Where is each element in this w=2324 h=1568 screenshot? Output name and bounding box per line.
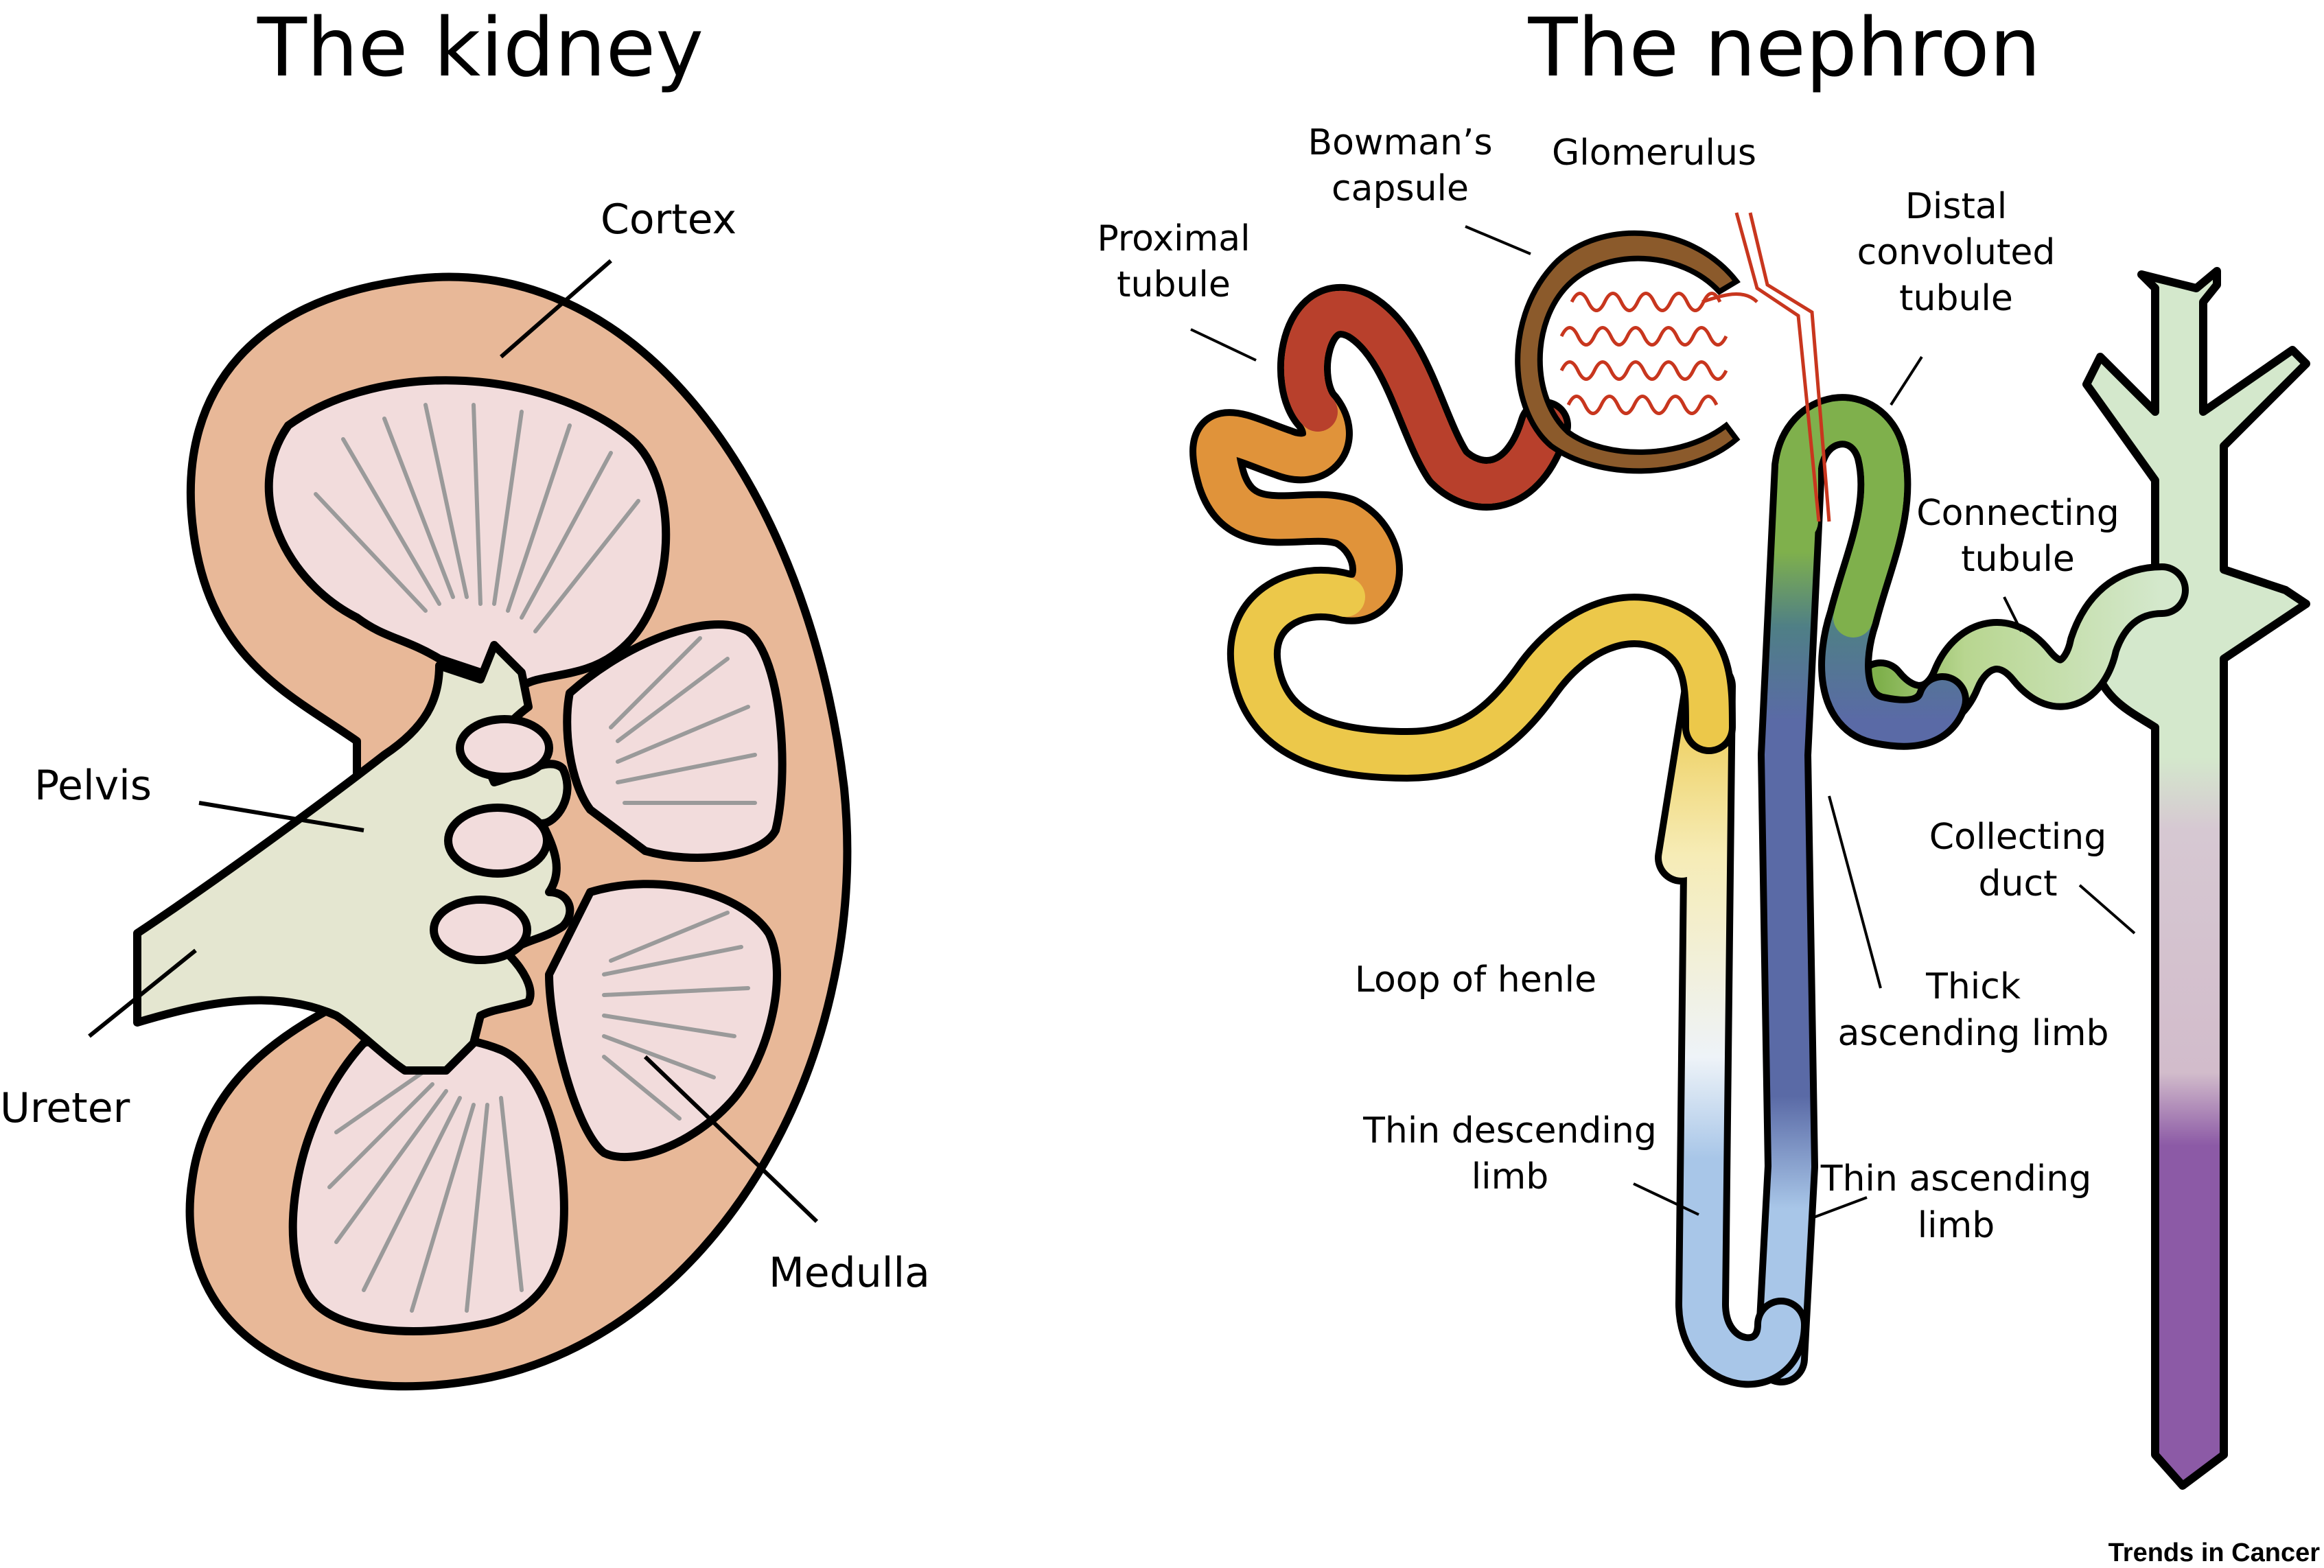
- collecting-leader: [2078, 884, 2136, 935]
- ureter-leader: [88, 948, 197, 1038]
- thick-leader: [1828, 795, 1882, 989]
- cortex-leader: [500, 259, 612, 359]
- distal-label-2: convoluted: [1857, 232, 2056, 273]
- proximal-leader: [1190, 328, 1257, 362]
- kidney-medulla-4: [288, 1031, 568, 1335]
- kidney-medulla-2: [563, 620, 787, 862]
- bowmans-leader: [1465, 225, 1531, 255]
- distal-leader: [1890, 355, 1923, 406]
- connecting-label-2: tubule: [1961, 539, 2075, 580]
- thick-ascending-label-2: ascending limb: [1837, 1013, 2108, 1054]
- bowmans-label-1: Bowman’s: [1308, 122, 1492, 163]
- distal-label-3: tubule: [1899, 278, 2013, 319]
- connecting-label-1: Connecting: [1916, 493, 2119, 534]
- kidney-title: The kidney: [257, 0, 704, 95]
- nephron-illustration: [1189, 212, 2310, 1490]
- thin-desc-leader: [1633, 1182, 1699, 1216]
- thin-ascending-label-1: Thin ascending: [1820, 1158, 2092, 1200]
- collecting-duct: [2082, 267, 2310, 1490]
- pelvis-leader: [198, 801, 364, 832]
- medulla-label: Medulla: [769, 1249, 930, 1297]
- thin-descending-label-1: Thin descending: [1362, 1110, 1657, 1151]
- glomerulus-label: Glomerulus: [1552, 132, 1756, 174]
- pelvis-label: Pelvis: [34, 762, 152, 810]
- thin-descending-limb: [1662, 666, 1801, 1381]
- medulla-leader: [643, 1055, 819, 1224]
- kidney-calyx-1: [456, 715, 553, 781]
- proximal-tubule-yellow: [1233, 574, 1729, 775]
- distal-convoluted-tubule: [1778, 401, 1905, 637]
- proximal-tubule-red: [1284, 291, 1564, 504]
- kidney-calyx-2: [444, 804, 551, 878]
- proximal-label-2: tubule: [1117, 264, 1231, 305]
- proximal-label-1: Proximal: [1097, 218, 1250, 259]
- thin-asc-leader: [1811, 1196, 1868, 1219]
- cortex-label: Cortex: [601, 196, 736, 244]
- glomerulus: [1559, 212, 1831, 522]
- collecting-label-2: duct: [1979, 863, 2058, 904]
- thick-ascending-label-1: Thick: [1925, 966, 2021, 1007]
- thin-descending-label-2: limb: [1472, 1156, 1549, 1197]
- ureter-label: Ureter: [0, 1084, 130, 1132]
- loop-of-henle-label: Loop of henle: [1355, 959, 1596, 1001]
- connecting-leader: [2003, 596, 2023, 632]
- thin-ascending-label-2: limb: [1918, 1205, 1995, 1246]
- bowmans-capsule: [1515, 230, 1741, 474]
- kidney-calyx-3: [430, 896, 531, 964]
- kidney-medulla-1: [264, 376, 671, 690]
- nephron-title: The nephron: [1528, 0, 2041, 95]
- collecting-label-1: Collecting: [1929, 817, 2106, 858]
- kidney-illustration: [88, 259, 852, 1391]
- kidney-medulla-rays: [314, 403, 757, 1313]
- journal-credit: Trends in Cancer: [2108, 1538, 2321, 1567]
- bowmans-label-2: capsule: [1332, 168, 1469, 209]
- distal-label-1: Distal: [1905, 186, 2007, 227]
